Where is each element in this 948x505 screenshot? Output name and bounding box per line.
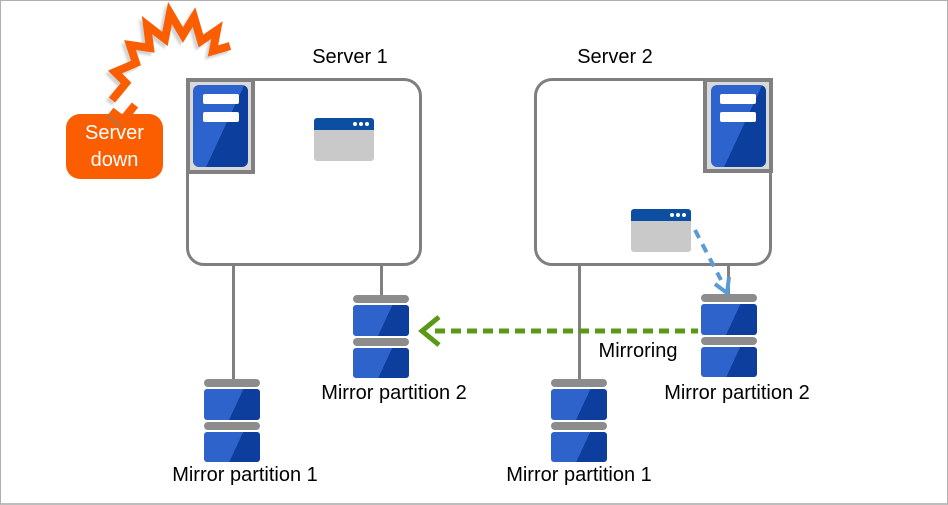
server-down-line2: down xyxy=(90,148,139,171)
tower-slot xyxy=(202,94,239,104)
server2-partition2-label: Mirror partition 2 xyxy=(664,382,810,404)
disk-partition-icon xyxy=(701,294,757,377)
window-dots-icon xyxy=(353,122,369,126)
app-body xyxy=(314,130,374,161)
tower-slot xyxy=(720,93,756,104)
server1-partition2-label: Mirror partition 2 xyxy=(321,382,467,404)
disk-partition-icon xyxy=(204,379,260,462)
server-down-badge: Server down xyxy=(66,114,163,179)
server-tower-body xyxy=(193,85,248,167)
disk-partition-icon xyxy=(551,379,607,462)
server-down-line1: Server xyxy=(85,121,144,144)
server1-title: Server 1 xyxy=(312,46,388,68)
tower-slot xyxy=(720,111,756,122)
connector-line xyxy=(578,264,581,381)
tower-slot xyxy=(202,112,239,122)
server-tower-icon xyxy=(703,78,773,173)
connector-line xyxy=(727,264,730,296)
server1-partition1-label: Mirror partition 1 xyxy=(172,464,318,486)
app-titlebar xyxy=(314,118,374,130)
window-dots-icon xyxy=(670,213,686,217)
app-body xyxy=(631,221,691,252)
app-window-icon xyxy=(631,209,691,252)
server-tower-body xyxy=(710,84,766,167)
connector-line xyxy=(380,264,383,296)
app-window-icon xyxy=(314,118,374,161)
mirroring-label: Mirroring xyxy=(598,340,678,362)
connector-line xyxy=(232,264,235,381)
disk-partition-icon xyxy=(353,295,409,378)
app-titlebar xyxy=(631,209,691,221)
server-tower-icon xyxy=(186,78,255,174)
server2-title: Server 2 xyxy=(577,46,653,68)
server2-partition1-label: Mirror partition 1 xyxy=(506,464,652,486)
